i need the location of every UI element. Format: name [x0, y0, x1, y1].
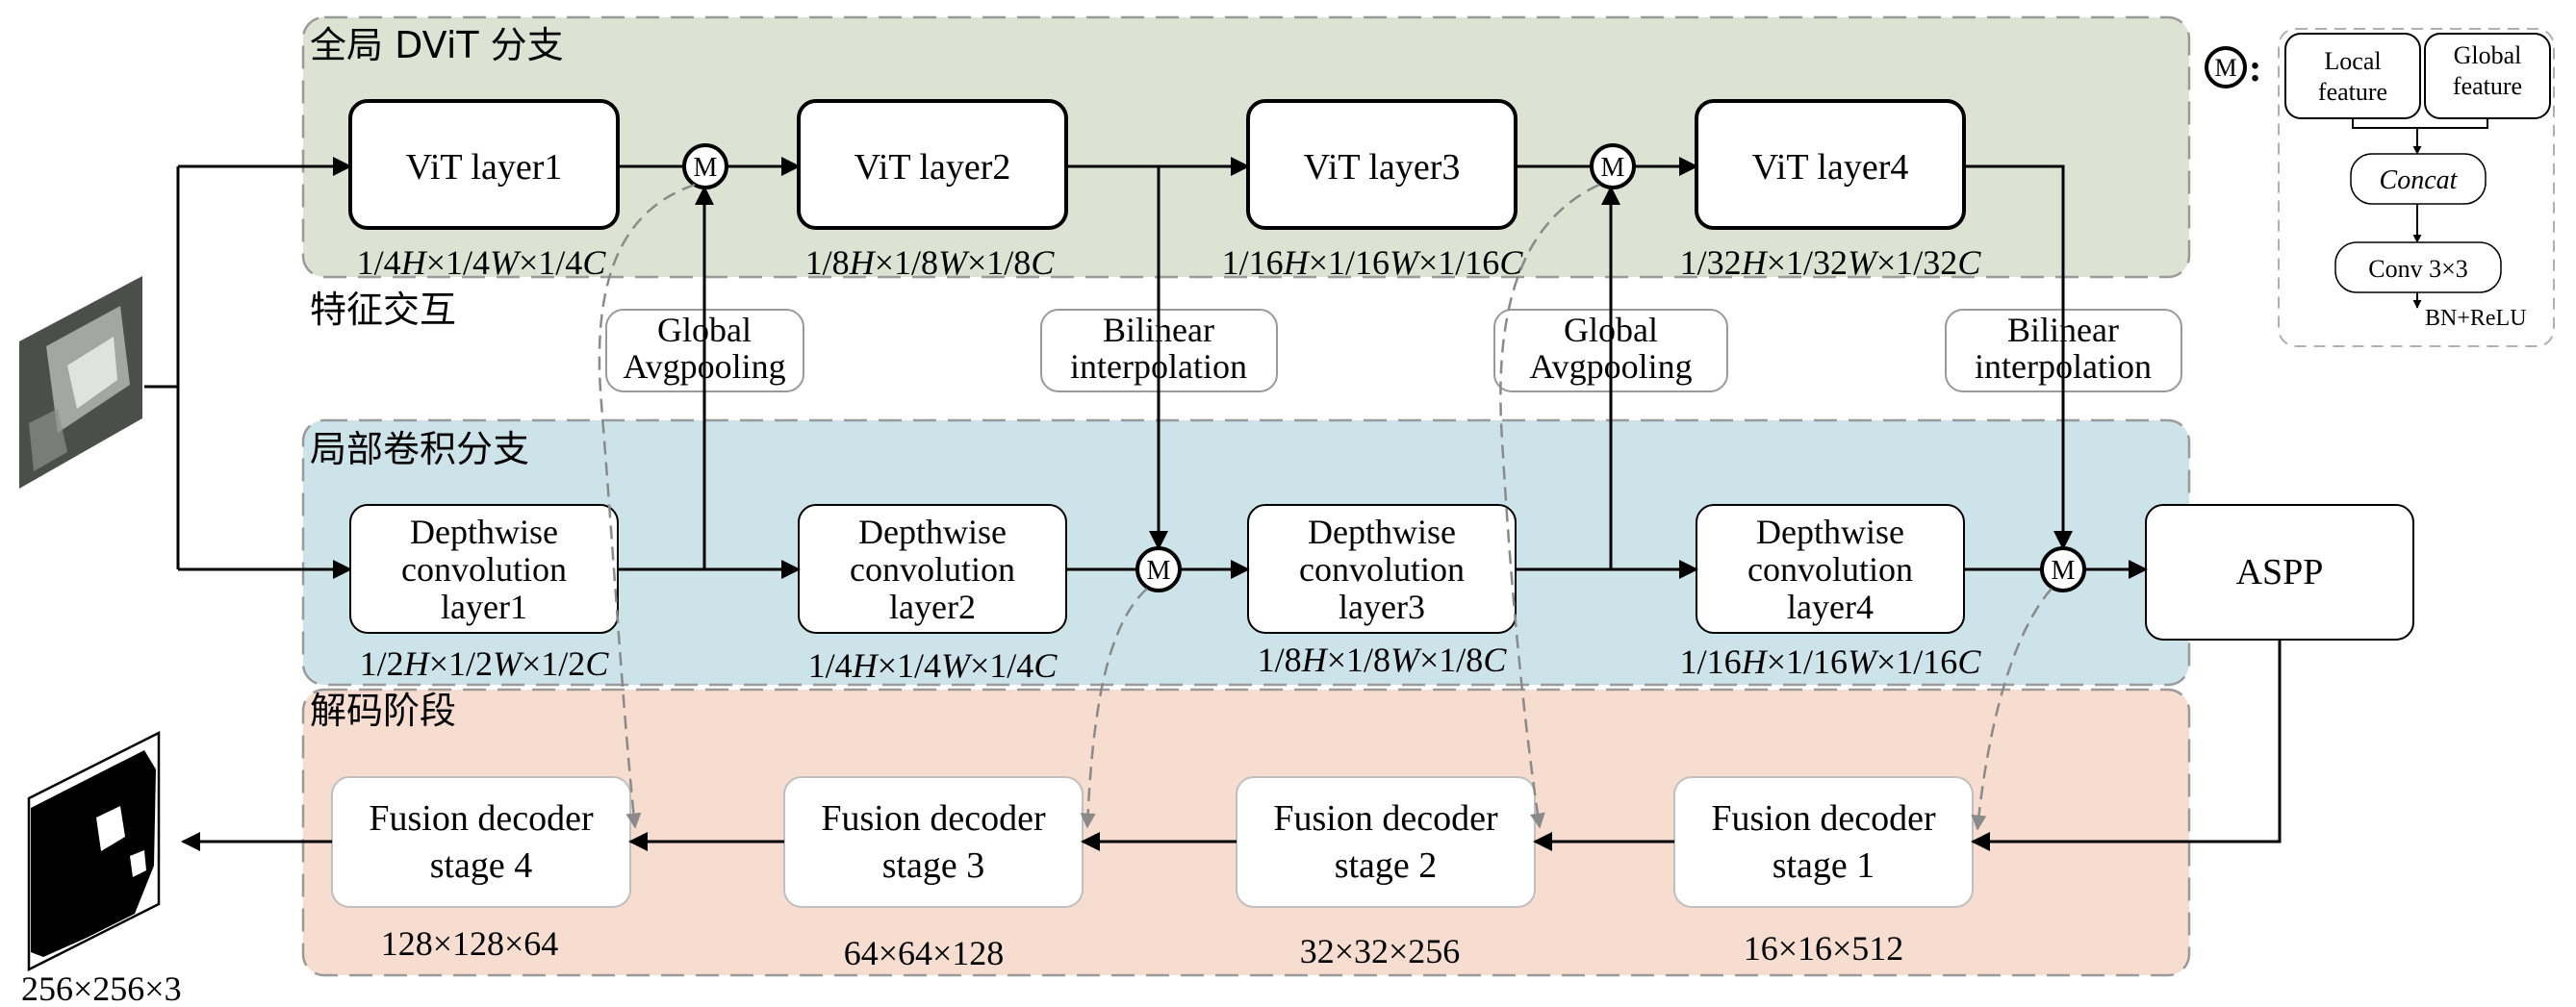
aspp-block: ASPP: [2145, 504, 2414, 641]
vit-layer-4: ViT layer4: [1695, 99, 1966, 230]
fusion-decoder-stage-2: Fusion decoder stage 2: [1236, 776, 1536, 908]
conv-label-line: convolution: [850, 550, 1015, 589]
conv-dim-3: 1/8H×1/8W×1/8C: [1258, 641, 1508, 679]
conv-label-line: convolution: [1299, 550, 1465, 589]
vit-dim-3: 1/16H×1/16W×1/16C: [1222, 243, 1524, 282]
vit-layer-label: ViT layer4: [1752, 147, 1909, 188]
conv-label-line: layer3: [1339, 588, 1425, 626]
conv-layer-3: Depthwise convolution layer3: [1247, 504, 1517, 634]
fusion-decoder-stage-1: Fusion decoder stage 1: [1673, 776, 1974, 908]
legend-local-line2: feature: [2318, 78, 2387, 106]
merge-legend: M : Local feature Global feature Concat …: [2205, 28, 2555, 347]
merge-symbol: M: [694, 153, 718, 183]
decoder-stage: stage 4: [430, 845, 533, 886]
conv-layer-2: Depthwise convolution layer2: [798, 504, 1067, 634]
decoder-title: Fusion decoder: [1273, 798, 1498, 839]
legend-merge-symbol-circle: [2205, 46, 2247, 88]
legend-colon: :: [2249, 46, 2261, 89]
legend-global-line1: Global: [2454, 41, 2522, 69]
legend-bn-label: BN+ReLU: [2425, 306, 2527, 331]
vit-layer-label: ViT layer3: [1304, 147, 1461, 188]
decoder-dim-1: 16×16×512: [1744, 929, 1904, 968]
legend-conv-label: Conv 3×3: [2368, 255, 2468, 283]
vit-dim-2: 1/8H×1/8W×1/8C: [805, 243, 1056, 282]
merge-symbol: M: [1601, 153, 1625, 183]
merge-symbol: M: [2052, 556, 2076, 586]
merge-node-conv-1: M: [1135, 546, 1182, 592]
decoder-title: Fusion decoder: [821, 798, 1046, 839]
decoder-dim-3: 64×64×128: [844, 934, 1005, 972]
vit-layer-2: ViT layer2: [797, 99, 1068, 230]
conv-layer-1: Depthwise convolution layer1: [349, 504, 619, 634]
merge-node-conv-2: M: [2040, 546, 2086, 592]
vit-layer-label: ViT layer1: [406, 147, 563, 188]
conv-label-line: layer2: [889, 588, 976, 626]
legend-global-line2: feature: [2453, 72, 2522, 100]
legend-merge-lines: [2352, 118, 2488, 129]
decoder-dim-2: 32×32×256: [1300, 932, 1461, 970]
vit-dim-1: 1/4H×1/4W×1/4C: [357, 243, 607, 282]
arrow-aspp-to-decoder1: [1971, 640, 2282, 851]
aspp-label: ASPP: [2236, 552, 2324, 592]
skip-merge1-to-decoder4: [598, 183, 696, 829]
decoder-stage: stage 3: [882, 845, 985, 886]
conv-label-line: layer1: [441, 588, 527, 626]
skip-merge2-to-decoder3: [1080, 588, 1148, 829]
conv-dim-2: 1/4H×1/4W×1/4C: [808, 646, 1058, 685]
decode-stage-title: 解码阶段: [310, 690, 456, 732]
merge-symbol: M: [1147, 556, 1171, 586]
conv-label-line: convolution: [401, 550, 567, 589]
conv-label-line: Depthwise: [1308, 513, 1456, 551]
merge-node-vit-1: M: [682, 143, 728, 189]
decoder-stage: stage 2: [1335, 845, 1438, 886]
fusion-decoder-stage-3: Fusion decoder stage 3: [783, 776, 1084, 908]
merge-node-vit-2: M: [1590, 143, 1636, 189]
output-dim-label: 256×256×3: [21, 969, 182, 1007]
vit-dim-4: 1/32H×1/32W×1/32C: [1680, 243, 1982, 282]
legend-concat-label: Concat: [2380, 165, 2459, 195]
conv-dim-1: 1/2H×1/2W×1/2C: [360, 644, 610, 683]
legend-merge-symbol: M: [2214, 54, 2236, 82]
decoder-stage: stage 1: [1773, 845, 1875, 886]
decoder-title: Fusion decoder: [1711, 798, 1936, 839]
conv-label-line: Depthwise: [858, 513, 1007, 551]
vit-layer-label: ViT layer2: [854, 147, 1011, 188]
decoder-title: Fusion decoder: [369, 798, 594, 839]
conv-label-line: convolution: [1747, 550, 1913, 589]
output-mask-image: [27, 730, 161, 972]
vit-layer-1: ViT layer1: [348, 99, 620, 230]
skip-merge3-to-decoder2: [1499, 183, 1600, 829]
conv-dim-4: 1/16H×1/16W×1/16C: [1680, 642, 1982, 681]
decoder-dim-4: 128×128×64: [381, 924, 559, 963]
input-image: [19, 276, 142, 489]
fusion-decoder-stage-4: Fusion decoder stage 4: [331, 776, 631, 908]
legend-local-line1: Local: [2324, 47, 2381, 75]
local-branch-title: 局部卷积分支: [310, 428, 529, 470]
conv-label-line: Depthwise: [410, 513, 558, 551]
conv-layer-4: Depthwise convolution layer4: [1696, 504, 1965, 634]
conv-label-line: layer4: [1787, 588, 1874, 626]
vit-layer-3: ViT layer3: [1246, 99, 1518, 230]
arrow-vit4-to-conv-merge: [1964, 164, 2073, 550]
global-branch-title: 全局 DViT 分支: [310, 24, 564, 66]
feature-interaction-title: 特征交互: [310, 289, 456, 331]
skip-merge4-to-decoder1: [1971, 588, 2053, 831]
conv-label-line: Depthwise: [1756, 513, 1904, 551]
